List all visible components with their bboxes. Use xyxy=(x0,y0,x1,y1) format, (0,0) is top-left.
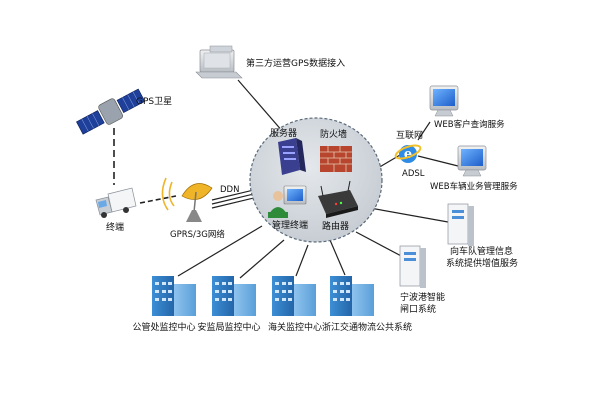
link-internet-vehicle xyxy=(417,155,459,167)
label-router: 路由器 xyxy=(322,222,350,232)
web-customer-monitor-icon xyxy=(429,85,459,117)
label-fleet-line2: 系统提供增值服务 xyxy=(446,259,519,269)
link-zhejiang xyxy=(329,239,346,276)
link-security xyxy=(239,239,285,279)
web-vehicle-monitor-icon xyxy=(457,145,487,177)
building-public-mgmt-icon xyxy=(152,276,196,316)
building-security-bureau-icon xyxy=(212,276,256,316)
ningbo-server-icon xyxy=(399,245,426,288)
third-party-computer-icon xyxy=(195,45,243,79)
label-gprs: GPRS/3G网络 xyxy=(170,230,225,240)
building-customs-icon xyxy=(272,276,316,316)
link-fleet xyxy=(369,207,449,223)
link-customs xyxy=(295,244,309,277)
label-web-vehicle: WEB车辆业务管理服务 xyxy=(430,182,518,192)
fleet-server-icon xyxy=(447,203,474,246)
link-ningbo xyxy=(355,231,406,259)
label-gps-satellite: GPS卫星 xyxy=(136,97,173,107)
label-firewall: 防火墙 xyxy=(320,130,348,140)
link-public xyxy=(177,225,263,277)
label-customs: 海关监控中心 xyxy=(267,323,323,333)
link-terminal-gprs xyxy=(139,195,177,204)
router-icon xyxy=(318,180,358,218)
label-web-customer: WEB客户查询服务 xyxy=(434,120,505,130)
label-third-party: 第三方运营GPS数据接入 xyxy=(246,59,346,69)
label-ddn: DDN xyxy=(220,185,240,195)
label-zhejiang-logistics: 浙江交通物流公共系统 xyxy=(321,323,413,333)
label-terminal: 终端 xyxy=(106,223,125,233)
building-zhejiang-icon xyxy=(330,276,374,316)
firewall-icon xyxy=(320,146,352,172)
server-icon xyxy=(278,138,306,175)
label-server: 服务器 xyxy=(270,129,298,139)
label-fleet-line1: 向车队管理信息 xyxy=(450,247,514,257)
label-ningbo-line1: 宁波港智能 xyxy=(400,293,446,303)
svg-text:e: e xyxy=(404,147,412,162)
label-ningbo-line2: 闸口系统 xyxy=(400,305,437,315)
truck-icon xyxy=(95,187,137,218)
label-management-terminal: 管理终端 xyxy=(272,221,309,231)
internet-icon: e xyxy=(394,144,422,163)
gps-satellite-icon xyxy=(76,88,146,135)
label-internet: 互联网 xyxy=(396,131,424,141)
label-adsl: ADSL xyxy=(402,169,425,179)
management-terminal-icon xyxy=(268,185,307,218)
label-security-bureau: 安监局监控中心 xyxy=(197,323,261,333)
gprs-antenna-icon xyxy=(161,177,213,222)
label-public-mgmt: 公管处监控中心 xyxy=(132,323,196,333)
link-internet-customer xyxy=(417,121,431,141)
